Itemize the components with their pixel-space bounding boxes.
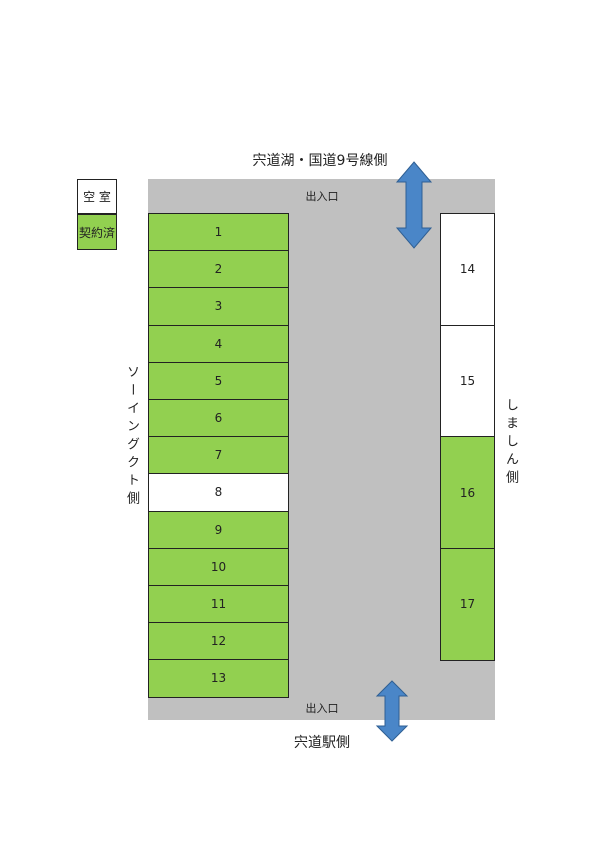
parking-slot-5: 5 [148,361,289,400]
left-direction-label: ソーイングクト側 [124,365,139,509]
parking-slot-14: 14 [440,213,495,326]
parking-slot-11: 11 [148,585,289,624]
parking-slot-number: 4 [214,336,223,351]
parking-slot-4: 4 [148,324,289,363]
top-direction-label: 宍道湖・国道9号線側 [252,153,388,169]
parking-slot-number: 2 [214,262,223,277]
parking-slot-number: 12 [210,634,227,649]
parking-slot-9: 9 [148,510,289,549]
parking-slot-number: 6 [214,411,223,426]
parking-slot-16: 16 [440,436,495,550]
parking-slot-number: 8 [214,485,223,500]
legend-occupied-label: 契約済 [78,225,115,240]
parking-slot-7: 7 [148,436,289,475]
top-double-arrow-icon [395,161,433,249]
parking-slot-number: 13 [210,671,227,686]
parking-slot-15: 15 [440,324,495,438]
parking-slot-12: 12 [148,622,289,661]
parking-slot-number: 1 [214,225,223,240]
parking-slot-number: 5 [214,373,223,388]
parking-slot-number: 9 [214,522,223,537]
parking-slot-3: 3 [148,287,289,326]
parking-slot-number: 7 [214,448,223,463]
parking-slot-1: 1 [148,213,289,252]
bottom-entrance-label: 出入口 [305,702,339,715]
parking-slot-17: 17 [440,548,495,661]
parking-slot-number: 3 [214,299,223,314]
bottom-direction-label: 宍道駅側 [294,735,350,751]
parking-slot-number: 16 [459,485,476,500]
right-direction-label: しましん側 [503,398,518,488]
legend-vacant-label: 空 室 [83,190,111,204]
parking-slot-number: 17 [459,597,476,612]
parking-slot-2: 2 [148,250,289,289]
parking-slot-8: 8 [148,473,289,512]
legend-occupied: 契約済 [77,214,117,250]
legend-vacant: 空 室 [77,179,117,214]
parking-slot-number: 10 [210,559,227,574]
parking-slot-number: 14 [459,262,476,277]
parking-slot-10: 10 [148,547,289,586]
parking-slot-6: 6 [148,399,289,438]
parking-slot-13: 13 [148,659,289,698]
top-entrance-label: 出入口 [305,190,339,203]
bottom-double-arrow-icon [375,680,409,742]
parking-slot-number: 11 [210,597,227,612]
parking-slot-number: 15 [459,374,476,389]
